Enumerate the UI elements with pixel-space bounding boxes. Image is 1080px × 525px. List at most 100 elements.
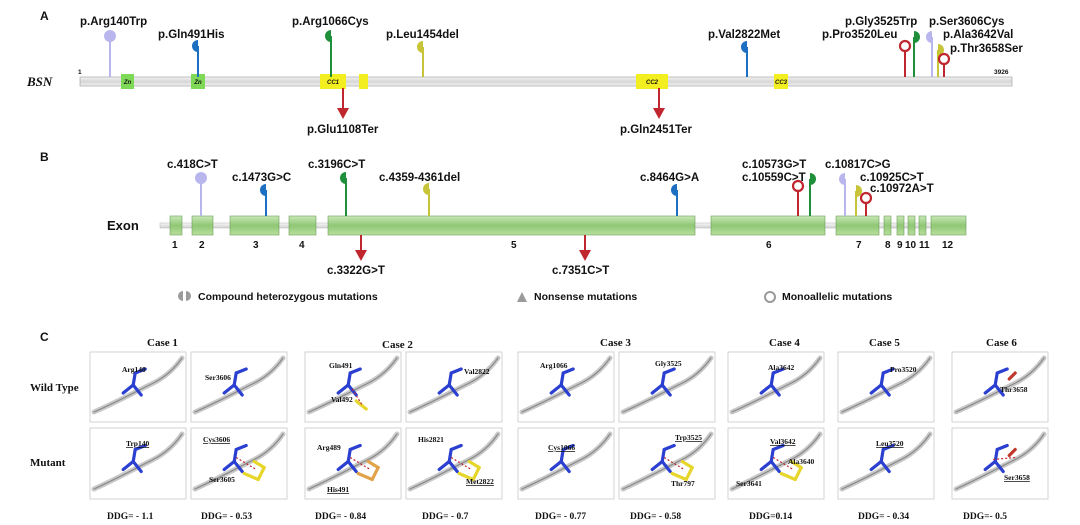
exon-4 <box>288 215 317 236</box>
residue-label: Gln491 <box>329 361 353 370</box>
ddg-value: DDG= - 0.84 <box>315 512 366 522</box>
gene-mutation-label: c.10972A>T <box>870 183 934 195</box>
mutation-label: p.Ser3606Cys <box>929 16 1004 28</box>
residue-label: Ser3641 <box>736 479 762 488</box>
gene-nonsense-label: c.3322G>T <box>327 265 385 277</box>
gene-mutation-label: c.10573G>T <box>742 159 806 171</box>
nonsense-label: p.Glu1108Ter <box>307 124 379 136</box>
lollipop-c10817 <box>839 173 846 216</box>
residue-label: Ala3640 <box>788 457 815 466</box>
gene-nonsense-label: c.7351C>T <box>552 265 609 277</box>
residue-label: Trp140 <box>126 439 149 448</box>
lollipop-c10573 <box>809 173 816 216</box>
wild-type-structure-5: Arg1066 <box>517 351 615 423</box>
exon-10 <box>907 215 916 236</box>
case-title: Case 4 <box>769 337 800 349</box>
cc2-domain-label: CC2 <box>646 80 659 86</box>
cc3-domain <box>774 74 788 89</box>
mutation-label: p.Val2822Met <box>708 29 780 41</box>
row-label-wild-type: Wild Type <box>30 382 79 394</box>
lollipop-gly3525trp <box>913 31 920 77</box>
legend-nonsense: Nonsense mutations <box>534 291 637 303</box>
cc1-domain-label: CC1 <box>327 80 340 86</box>
exon-number: 3 <box>253 240 259 251</box>
exon-number: 2 <box>199 240 205 251</box>
nonsense-arrow-c3322 <box>355 235 367 261</box>
residue-label: Cys1066 <box>548 443 575 452</box>
lollipop-c1473 <box>260 184 267 216</box>
exon-boxes <box>169 215 967 236</box>
lollipop-gln491his <box>192 40 199 77</box>
mutation-label: p.Pro3520Leu <box>822 29 897 41</box>
wild-type-structure-6: Gly3525 <box>618 351 716 423</box>
exon-number: 1 <box>172 240 178 251</box>
gene-mutation-label: c.8464G>A <box>640 172 699 184</box>
mutation-label: p.Leu1454del <box>386 29 459 41</box>
wild-type-structure-7: Ala3642 <box>727 351 825 423</box>
exon-number: 9 <box>897 240 903 251</box>
mutant-structure-8: Leu3520 <box>837 427 935 500</box>
gene-mutation-label: c.418C>T <box>167 159 218 171</box>
gene-mutation-label: c.10925C>T <box>860 172 924 184</box>
exon-8 <box>883 215 892 236</box>
lollipop-c10925 <box>855 185 862 216</box>
protein-end: 3926 <box>994 69 1009 76</box>
residue-label: Trp3525 <box>675 433 702 442</box>
exon-number: 5 <box>511 240 517 251</box>
lollipop-leu1454del <box>417 41 424 77</box>
lollipop-arg140trp <box>104 30 116 77</box>
ddg-value: DDG= - 0.34 <box>858 512 909 522</box>
mutation-label: p.Ala3642Val <box>943 29 1013 41</box>
residue-label: Thr3658 <box>1000 385 1028 394</box>
residue-label: Val3642 <box>770 437 796 446</box>
exon-number: 4 <box>299 240 305 251</box>
protein-start: 1 <box>78 69 82 76</box>
residue-label: Gly3525 <box>655 359 682 368</box>
residue-label: Ala3642 <box>768 363 795 372</box>
ddg-value: DDG=- 0.5 <box>963 512 1007 522</box>
legend-compound: Compound heterozygous mutations <box>198 291 378 303</box>
residue-label: Thr797 <box>671 479 695 488</box>
residue-label: Ser3658 <box>1004 473 1030 482</box>
residue-label: Pro3520 <box>890 365 917 374</box>
residue-label: Cys3606 <box>203 435 230 444</box>
lollipop-c10972 <box>859 191 873 216</box>
lollipop-c3196 <box>340 172 347 216</box>
exon-2 <box>191 215 214 236</box>
lollipop-c10559 <box>791 179 805 216</box>
lollipop-c8464 <box>671 184 678 216</box>
wild-type-structure-2: Ser3606 <box>190 351 288 423</box>
exon-number: 8 <box>885 240 891 251</box>
nonsense-arrow-c7351 <box>579 235 591 261</box>
wild-type-structure-4: Val2822 <box>405 351 503 423</box>
gene-mutation-label: c.10817C>G <box>825 159 891 171</box>
nonsense-arrow-gln2451ter <box>653 88 665 119</box>
zn-domain-2-label: Zn <box>193 80 202 86</box>
lollipop-arg1066cys <box>325 30 332 77</box>
gene-mutation-label: c.4359-4361del <box>379 172 460 184</box>
case-title: Case 3 <box>600 337 631 349</box>
ddg-value: DDG= - 0.53 <box>201 512 252 522</box>
ddg-value: DDG= - 0.7 <box>422 512 469 522</box>
wild-type-structure-9: Thr3658 <box>951 351 1049 423</box>
nonsense-label: p.Gln2451Ter <box>620 124 693 136</box>
legend: Compound heterozygous mutations Nonsense… <box>178 291 892 303</box>
residue-label: His491 <box>327 485 349 494</box>
case-title: Case 6 <box>986 337 1017 349</box>
wild-type-structure-8: Pro3520 <box>837 351 935 423</box>
nonsense-arrow-glu1108ter <box>337 88 349 119</box>
case-title: Case 1 <box>147 337 178 349</box>
mutation-label: p.Gln491His <box>158 29 224 41</box>
zn-domain-1-label: Zn <box>123 80 132 86</box>
lollipop-c4359del <box>423 183 430 216</box>
residue-label: Ser3605 <box>209 475 235 484</box>
residue-label: Leu3520 <box>876 439 904 448</box>
residue-label: Val2822 <box>464 367 490 376</box>
cc1-domain-extra <box>359 74 368 89</box>
exon-number: 6 <box>766 240 772 251</box>
gene-mutation-label: c.3196C>T <box>308 159 365 171</box>
lollipop-ala3642val <box>937 44 944 77</box>
